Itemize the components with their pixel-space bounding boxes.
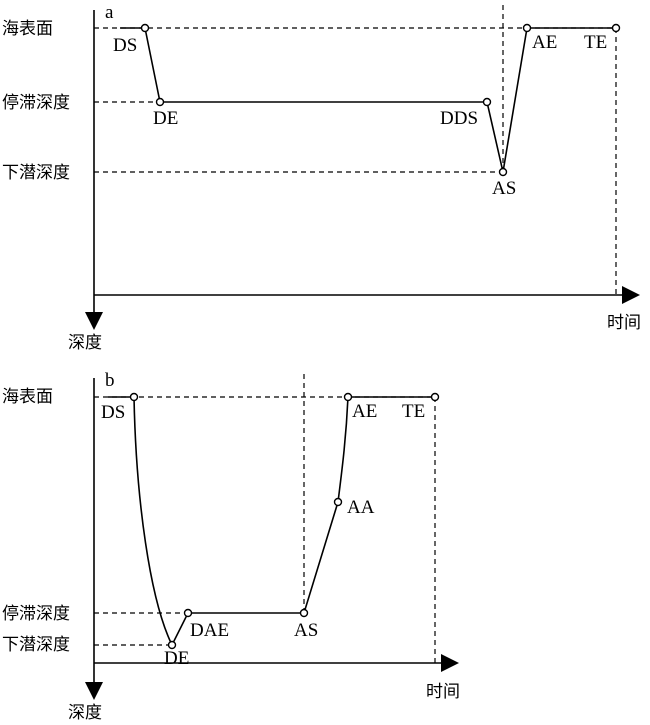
panel-a-label-ae: AE [532,32,557,53]
panel-a-label-te: TE [584,32,607,53]
panel-b-label-ae: AE [352,401,377,422]
panel-a-ylabel-park: 停滞深度 [2,93,70,113]
panel-b-point-de [167,640,177,650]
panel-a-label-ds: DS [113,35,137,56]
panel-a: a 海表面 停滞深度 下潜深度 深度 时间 DS DE DDS AS AE TE [2,2,641,353]
panel-a-label-as: AS [492,178,516,199]
panel-a-time-label: 时间 [607,313,641,333]
panel-b-ylabel-surface: 海表面 [2,387,53,407]
panel-b-point-as [299,608,309,618]
panel-b-point-ds [129,392,139,402]
panel-b-label-as: AS [294,620,318,641]
panel-a-point-as [498,167,508,177]
panel-a-label-dds: DDS [440,108,478,129]
panel-b-label-ds: DS [101,402,125,423]
panel-b-ylabel-profile: 下潜深度 [2,635,70,655]
panel-a-point-de [155,97,165,107]
panel-b-depth-arrow [85,682,103,700]
panel-b: b 海表面 停滞深度 下潜深度 深度 时间 DS DE DAE AS AA AE… [2,370,460,723]
panel-b-point-te [430,392,440,402]
panel-b-label-dae: DAE [190,620,229,641]
panel-b-depth-label: 深度 [68,703,102,723]
panel-a-depth-arrow [85,312,103,330]
panel-b-point-aa [333,497,343,507]
panel-b-point-ae [343,392,353,402]
panel-a-time-arrow [622,286,640,304]
panel-b-tag: b [105,370,115,391]
panel-b-label-te: TE [402,401,425,422]
panel-b-label-aa: AA [347,497,375,518]
panel-a-tag: a [105,2,114,23]
panel-a-point-ds [140,23,150,33]
panel-b-ylabel-park: 停滞深度 [2,604,70,624]
panel-a-point-te [611,23,621,33]
panel-a-point-dds [482,97,492,107]
panel-b-time-arrow [441,654,459,672]
panel-a-point-ae [522,23,532,33]
panel-a-ylabel-surface: 海表面 [2,19,53,39]
panel-b-point-dae [183,608,193,618]
panel-b-label-de: DE [164,648,189,669]
panel-a-label-de: DE [153,108,178,129]
panel-a-ylabel-profile: 下潜深度 [2,163,70,183]
panel-b-time-label: 时间 [426,682,460,702]
panel-b-trajectory [108,396,435,647]
panel-a-depth-label: 深度 [68,333,102,353]
